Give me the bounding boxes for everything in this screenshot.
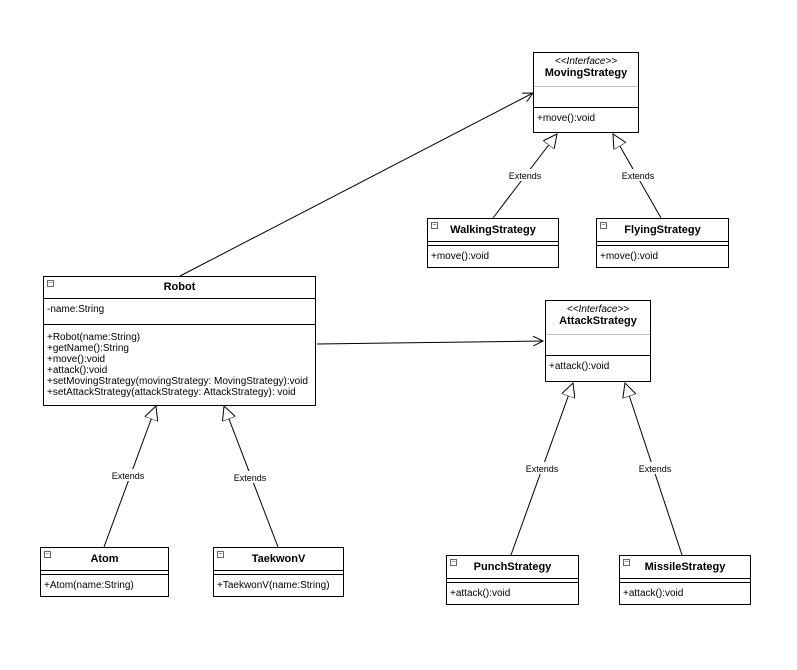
method-item: +attack():void xyxy=(549,361,610,372)
methods-section: +move():void xyxy=(597,245,728,264)
class-punch-strategy[interactable]: − PunchStrategy +attack():void xyxy=(446,555,579,605)
method-item: +move():void xyxy=(600,251,659,262)
class-atom[interactable]: − Atom +Atom(name:String) xyxy=(40,547,169,597)
collapse-toggle-icon[interactable]: − xyxy=(44,551,51,558)
class-taekwonv[interactable]: − TaekwonV +TaekwonV(name:String) xyxy=(213,547,344,597)
method-item: +getName():String xyxy=(47,343,129,354)
class-name: Atom xyxy=(90,553,119,565)
methods-section: +move():void xyxy=(534,107,638,126)
attributes-section: -name:String xyxy=(44,298,315,324)
class-name: FlyingStrategy xyxy=(624,224,701,236)
method-item: +attack():void xyxy=(623,588,684,599)
collapse-toggle-icon[interactable]: − xyxy=(431,222,438,229)
class-moving-strategy[interactable]: <<Interface>> MovingStrategy +move():voi… xyxy=(533,52,639,133)
edge-label-extends-walking: Extends xyxy=(509,171,542,181)
class-header: − FlyingStrategy xyxy=(597,219,728,241)
collapse-toggle-icon[interactable]: − xyxy=(623,559,630,566)
attributes-section xyxy=(41,570,168,574)
class-name: MovingStrategy xyxy=(544,67,628,79)
method-item: +setAttackStrategy(attackStrategy: Attac… xyxy=(47,387,296,398)
class-name: WalkingStrategy xyxy=(450,224,536,236)
collapse-toggle-icon[interactable]: − xyxy=(47,280,54,287)
class-header: <<Interface>> MovingStrategy xyxy=(534,53,638,86)
stereotype-label: <<Interface>> xyxy=(554,56,618,67)
methods-section: +attack():void xyxy=(620,582,750,601)
extends-walking-moving[interactable] xyxy=(492,134,557,219)
method-item: +move():void xyxy=(431,251,490,262)
class-header: − Robot xyxy=(44,277,315,298)
class-flying-strategy[interactable]: − FlyingStrategy +move():void xyxy=(596,218,729,268)
class-walking-strategy[interactable]: − WalkingStrategy +move():void xyxy=(427,218,559,268)
edge-label-extends-flying: Extends xyxy=(622,171,655,181)
method-item: +attack():void xyxy=(450,588,511,599)
class-header: − WalkingStrategy xyxy=(428,219,558,241)
attributes-section xyxy=(534,86,638,107)
methods-section: +TaekwonV(name:String) xyxy=(214,574,343,593)
method-item: +attack():void xyxy=(47,365,108,376)
methods-section: +Atom(name:String) xyxy=(41,574,168,593)
attributes-section xyxy=(597,241,728,245)
extends-missile-attack[interactable] xyxy=(625,383,683,556)
class-name: PunchStrategy xyxy=(473,561,552,573)
attributes-section xyxy=(447,578,578,582)
method-item: +TaekwonV(name:String) xyxy=(217,580,330,591)
collapse-toggle-icon[interactable]: − xyxy=(217,551,224,558)
edge-label-extends-taekwonv: Extends xyxy=(234,473,267,483)
edge-label-extends-punch: Extends xyxy=(526,464,559,474)
method-item: +move():void xyxy=(537,113,596,124)
edge-label-extends-missile: Extends xyxy=(639,464,672,474)
class-name: AttackStrategy xyxy=(559,315,637,327)
attributes-section xyxy=(214,570,343,574)
attribute-item: -name:String xyxy=(47,304,105,315)
class-header: − MissileStrategy xyxy=(620,556,750,578)
class-robot[interactable]: − Robot -name:String +Robot(name:String)… xyxy=(43,276,316,406)
class-name: Robot xyxy=(163,281,196,293)
collapse-toggle-icon[interactable]: − xyxy=(450,559,457,566)
method-item: +Atom(name:String) xyxy=(44,580,134,591)
attributes-section xyxy=(428,241,558,245)
methods-section: +Robot(name:String) +getName():String +m… xyxy=(44,324,315,400)
method-item: +move():void xyxy=(47,354,106,365)
attributes-section xyxy=(546,334,650,355)
method-item: +setMovingStrategy(movingStrategy: Movin… xyxy=(47,376,308,387)
class-attack-strategy[interactable]: <<Interface>> AttackStrategy +attack():v… xyxy=(545,300,651,382)
extends-taekwonv-robot[interactable] xyxy=(224,406,279,548)
methods-section: +attack():void xyxy=(447,582,578,601)
class-header: <<Interface>> AttackStrategy xyxy=(546,301,650,334)
method-item: +Robot(name:String) xyxy=(47,332,141,343)
stereotype-label: <<Interface>> xyxy=(566,304,630,315)
methods-section: +attack():void xyxy=(546,355,650,374)
attributes-section xyxy=(620,578,750,582)
class-name: TaekwonV xyxy=(251,553,306,565)
edge-label-extends-atom: Extends xyxy=(112,471,145,481)
association-robot-attackstrategy[interactable] xyxy=(316,341,543,344)
extends-atom-robot[interactable] xyxy=(103,406,156,548)
class-header: − Atom xyxy=(41,548,168,570)
class-name: MissileStrategy xyxy=(644,561,726,573)
class-header: − PunchStrategy xyxy=(447,556,578,578)
extends-punch-attack[interactable] xyxy=(510,383,573,556)
class-missile-strategy[interactable]: − MissileStrategy +attack():void xyxy=(619,555,751,605)
collapse-toggle-icon[interactable]: − xyxy=(600,222,607,229)
methods-section: +move():void xyxy=(428,245,558,264)
class-header: − TaekwonV xyxy=(214,548,343,570)
extends-flying-moving[interactable] xyxy=(613,134,662,219)
